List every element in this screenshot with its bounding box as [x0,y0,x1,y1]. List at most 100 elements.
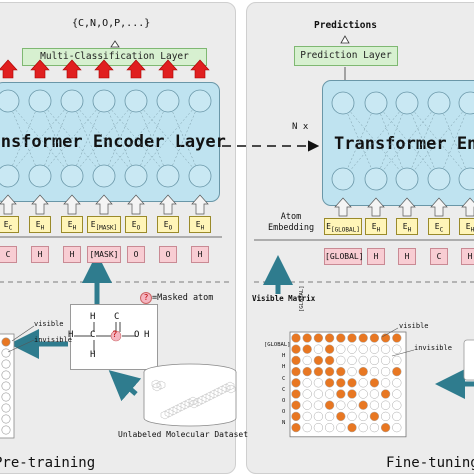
left-matrix-cell [1,348,11,358]
visible-matrix-cell [347,344,357,354]
left-matrix-cell [1,392,11,402]
masked-legend-symbol: ? [140,292,152,304]
visible-matrix-cell [291,355,301,366]
pretraining-title: Pre-training [0,455,96,471]
matrix-row-label-2: H [282,364,286,371]
r-top-node-4 [458,91,474,115]
right-token-4: H [461,248,474,265]
visible-matrix-cell [369,333,380,343]
visible-matrix-cell [392,333,402,343]
left-encoder-nodes [0,89,212,188]
right-encoder-nodes [331,35,474,191]
visible-matrix-cell [369,378,380,388]
molecule-atom-6: H [90,350,96,360]
atom-embedding-label: Atom Embedding [268,212,315,233]
r-top-node-1 [364,91,388,115]
left-token-2: H [63,246,81,263]
visible-matrix-cell [291,389,301,399]
r-bottom-node-1 [364,167,388,191]
visible-matrix-cell [324,400,335,410]
output-arrow-4 [126,59,146,79]
output-arrow-6 [190,59,210,79]
visible-matrix-cell [369,422,380,433]
visible-matrix-cell [302,333,312,343]
bottom-node-2 [60,164,84,188]
r-bottom-node-2 [395,167,419,191]
attention-link [167,100,201,177]
visible-matrix-cell [302,389,312,399]
visible-matrix-cell [347,378,357,388]
right-embedding-3: EC [428,218,450,235]
visible-matrix-cell [302,400,312,410]
left-hollow-arrow-5 [159,194,177,215]
visible-matrix-cell [313,344,324,354]
visible-matrix-cell [324,411,335,422]
visible-matrix-cell [380,366,391,377]
left-embedding-2: EH [61,216,83,233]
visible-matrix-cell [302,355,312,366]
molecule-atom-4: ? [112,330,118,340]
matrix-row-label-4: C [282,386,286,393]
attention-link [375,102,440,180]
left-token-4: O [127,246,145,263]
visible-matrix-cell [336,344,346,354]
right-hollow-arrow-2 [398,197,416,217]
visible-matrix-cell [302,411,312,422]
visible-matrix-cell [336,333,346,343]
matrix-col-label: [GLOBAL] [299,285,305,313]
finetuning-title: Fine-tuning [386,455,474,471]
visible-matrix-cell [313,366,324,377]
attention-link [103,100,137,177]
left-token-5: O [159,246,177,263]
visible-matrix-cell [313,422,324,433]
r-bottom-node-0 [331,167,355,191]
visible-matrix-cell [369,355,380,366]
visible-matrix-cell [392,366,402,377]
r-top-node-2 [395,91,419,115]
r-bottom-node-3 [427,167,451,191]
visible-matrix-cell [302,422,312,433]
visible-matrix-cell [358,366,368,377]
visible-matrix-cell [380,333,391,343]
visible-matrix-cell [358,411,368,422]
molecule-doodle [193,397,203,407]
attention-link [342,102,408,180]
matrix-row-label-0: [GLOBAL] [264,342,291,348]
prediction-layer: Prediction Layer [294,46,398,66]
label-leader [381,327,399,338]
molecule-atom-2: C [90,330,96,340]
visible-matrix-cell [336,411,346,422]
r-top-node-0 [331,91,355,115]
attention-link [71,100,137,177]
visible-matrix-cell [347,366,357,377]
right-token-1: H [367,248,385,265]
visible-matrix-cell [291,400,301,410]
visible-matrix-cell [313,389,324,399]
matrix-row-label-7: N [282,420,286,427]
multi-classification-layer: Multi-Classification Layer [22,48,207,66]
molecule-doodle [164,408,174,418]
predictions-label: Predictions [314,20,377,31]
left-embedding-6: EH [189,216,211,233]
output-atom-set: {C,N,O,P,...} [72,18,151,29]
visible-matrix-cell [324,422,335,433]
attention-link [406,102,471,180]
dataset-cylinder-body [143,372,237,427]
left-matrix-cell [1,359,11,369]
top-node-2 [60,89,84,113]
visible-matrix-cell [358,378,368,388]
matrix-row-label-1: H [282,353,286,360]
label-leader [391,349,415,357]
visible-matrix-cell [291,422,301,433]
visible-matrix-title: Visible Matrix [252,294,316,303]
r-top-node-3 [427,91,451,115]
right-edge-box [463,339,474,381]
left-hollow-arrow-4 [127,194,145,215]
attention-link [135,100,169,177]
right-embedding-1: EH [365,218,387,235]
matrix-row-label-3: C [282,375,286,382]
visible-matrix-cell [392,411,402,422]
repeat-label: N x [292,122,309,132]
molecule-doodle [160,410,170,420]
right-hollow-arrow-4 [461,197,474,217]
